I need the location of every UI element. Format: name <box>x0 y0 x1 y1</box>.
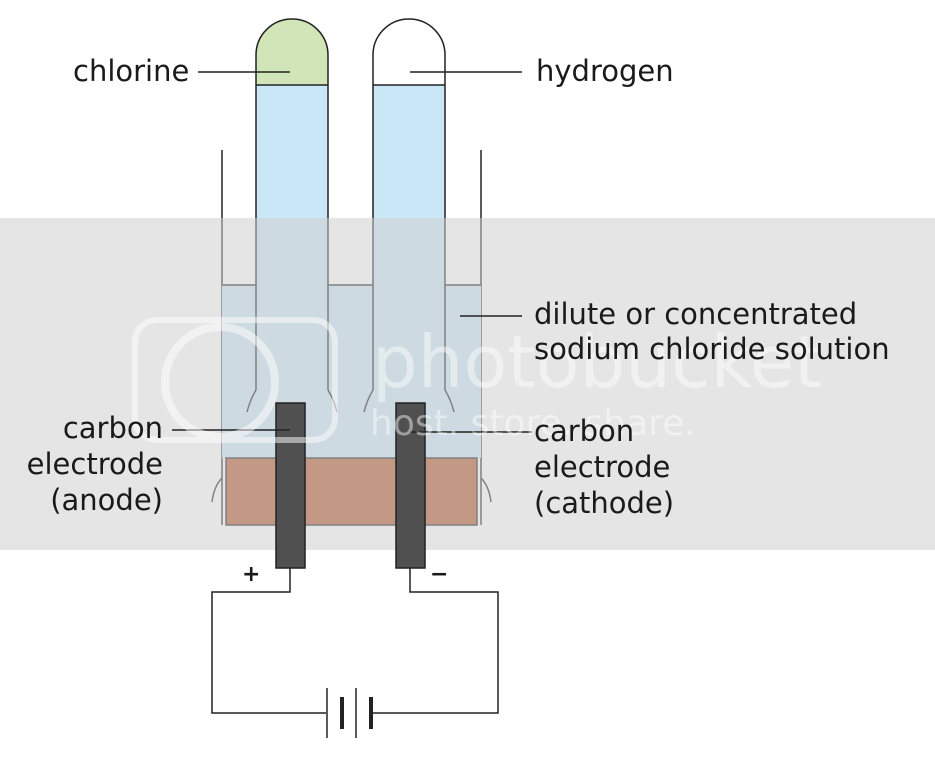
circuit-wire-left <box>211 568 326 714</box>
left-tube-gas <box>256 19 328 85</box>
watermark-sub: host. store. share. <box>370 403 696 444</box>
left-tube-outline <box>255 18 329 390</box>
anode-electrode <box>275 402 306 569</box>
minus-sign: − <box>430 562 449 587</box>
cathode-label-line3: (cathode) <box>534 486 675 520</box>
watermark-band <box>0 218 935 550</box>
right-tube-outline <box>372 18 446 390</box>
watermark-main: photobucket <box>372 320 823 404</box>
anode-label-line3: (anode) <box>50 483 163 517</box>
solution-label-line1: dilute or concentrated <box>534 297 858 331</box>
hydrogen-label: hydrogen <box>536 54 674 88</box>
anode-label-line2: electrode <box>26 447 163 481</box>
cathode-label-line1: carbon <box>534 414 635 448</box>
chlorine-label: chlorine <box>73 54 190 88</box>
anode-label-line1: carbon <box>62 411 163 445</box>
battery-icon <box>326 688 373 738</box>
plus-sign: + <box>242 562 261 587</box>
circuit-wire-right <box>373 568 499 714</box>
cathode-electrode <box>395 402 426 569</box>
right-tube-gas <box>373 19 445 85</box>
solution-label-line2: sodium chloride solution <box>534 332 890 366</box>
cathode-label-line2: electrode <box>534 450 671 484</box>
watermark-logo-icon <box>132 317 338 443</box>
